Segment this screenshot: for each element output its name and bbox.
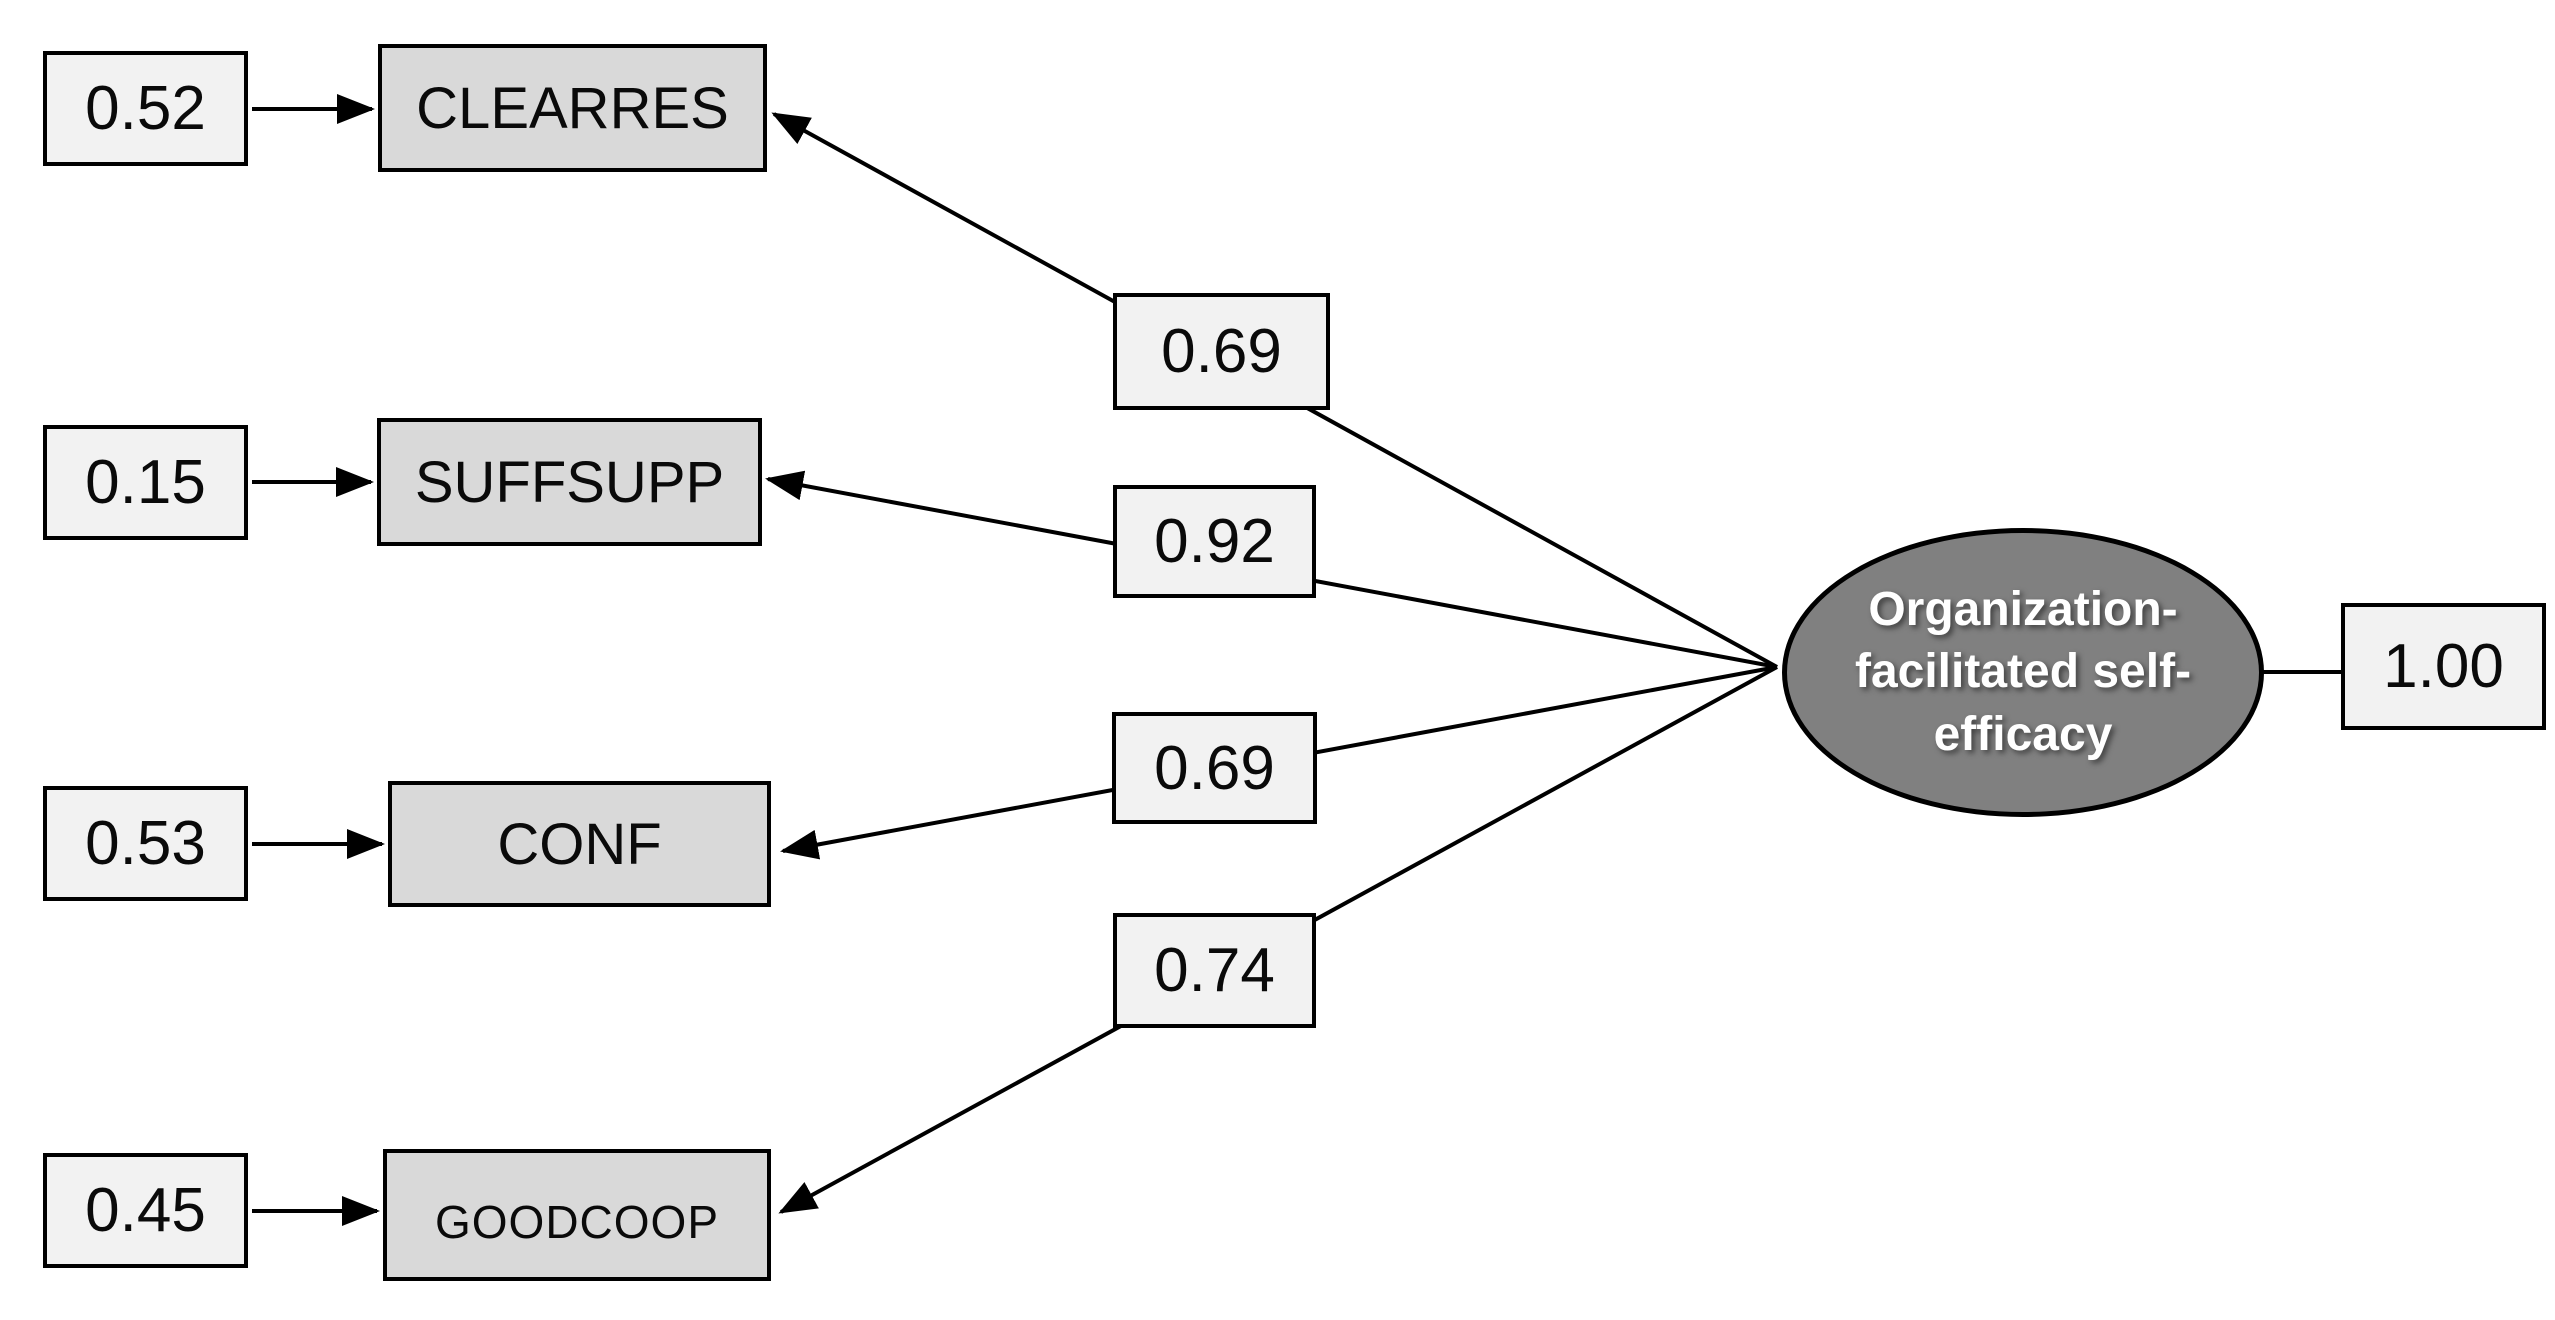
error-variance-box-suffsupp: 0.15 <box>43 425 248 540</box>
indicator-box-goodcoop: GOODCOOP <box>383 1149 771 1281</box>
error-variance-value: 0.45 <box>85 1176 206 1245</box>
indicator-label: CONF <box>497 811 662 877</box>
loading-box-conf: 0.69 <box>1112 712 1317 824</box>
indicator-box-clearres: CLEARRES <box>378 44 767 172</box>
latent-label-line: facilitated self- <box>1854 645 2192 699</box>
indicator-label: GOODCOOP <box>434 1196 720 1248</box>
error-variance-box-clearres: 0.52 <box>43 51 248 166</box>
error-variance-value: 0.53 <box>85 809 206 878</box>
indicator-label: CLEARRES <box>416 75 729 141</box>
indicator-box-conf: CONF <box>388 781 771 907</box>
latent-label-line: Organization- <box>1868 582 2178 636</box>
loading-value: 0.69 <box>1154 733 1275 803</box>
error-variance-value: 0.15 <box>85 448 206 517</box>
loading-box-goodcoop: 0.74 <box>1113 913 1316 1028</box>
indicator-box-suffsupp: SUFFSUPP <box>377 418 762 546</box>
loading-box-suffsupp: 0.92 <box>1113 485 1316 598</box>
latent-variance-box: 1.00 <box>2341 603 2546 730</box>
latent-ellipse: Organization- facilitated self- efficacy <box>1782 528 2264 817</box>
indicator-label: SUFFSUPP <box>414 449 725 515</box>
error-variance-box-goodcoop: 0.45 <box>43 1153 248 1268</box>
loading-value: 0.74 <box>1154 936 1275 1005</box>
loading-value: 0.69 <box>1161 317 1282 386</box>
latent-label-line: efficacy <box>1933 707 2113 761</box>
error-variance-box-conf: 0.53 <box>43 786 248 901</box>
latent-variance-value: 1.00 <box>2383 632 2504 701</box>
loading-value: 0.92 <box>1154 507 1275 576</box>
loading-box-clearres: 0.69 <box>1113 293 1330 410</box>
error-variance-value: 0.52 <box>85 74 206 143</box>
